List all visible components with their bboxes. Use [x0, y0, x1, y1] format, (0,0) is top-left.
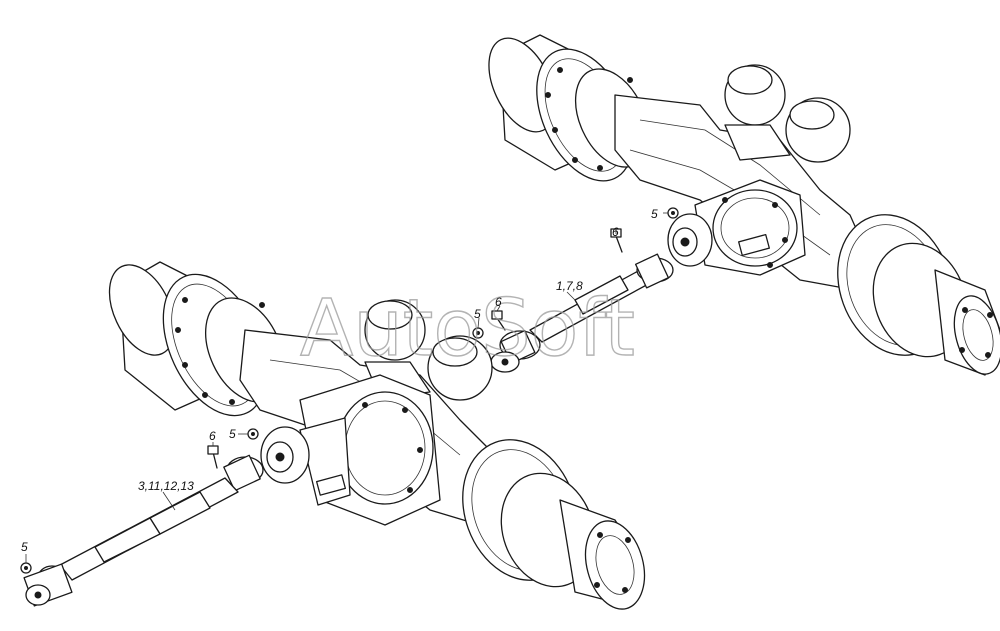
callout-front-shaft: 3,11,12,13: [138, 479, 194, 493]
nut-end: [20, 562, 32, 574]
callout-front-5: 5: [229, 427, 236, 441]
rear-brake-chambers: [724, 64, 851, 163]
intermediate-propeller-shaft: [490, 253, 674, 373]
nut-rear: [667, 207, 679, 219]
rear-input-flange: [667, 213, 713, 267]
front-propeller-shaft: [23, 454, 264, 607]
bolt-front: [207, 445, 219, 469]
front-input-flange: [260, 426, 310, 484]
callouts: 5 6 1,7,8 6 5 6 5 3,11,12,13 5: [21, 207, 658, 554]
rear-differential: [694, 179, 806, 276]
callout-mid-6: 6: [495, 295, 502, 309]
rear-axle-left-brake-drum: [488, 34, 650, 182]
leader-lines: [25, 212, 668, 563]
callout-rear-5: 5: [651, 207, 658, 221]
rear-axle-right-hub: [837, 214, 1000, 376]
callout-end-5: 5: [21, 540, 28, 554]
callout-mid-5: 5: [474, 307, 481, 321]
front-axle: [108, 261, 646, 610]
callout-front-6: 6: [209, 429, 216, 443]
front-axle-right-hub: [462, 439, 646, 610]
rear-axle: [488, 34, 1000, 376]
watermark: AutoSoft: [300, 284, 635, 374]
callout-rear-6: 6: [612, 225, 619, 239]
nut-front: [247, 428, 259, 440]
callout-mid-1-7-8: 1,7,8: [556, 279, 583, 293]
front-differential: [299, 374, 441, 526]
